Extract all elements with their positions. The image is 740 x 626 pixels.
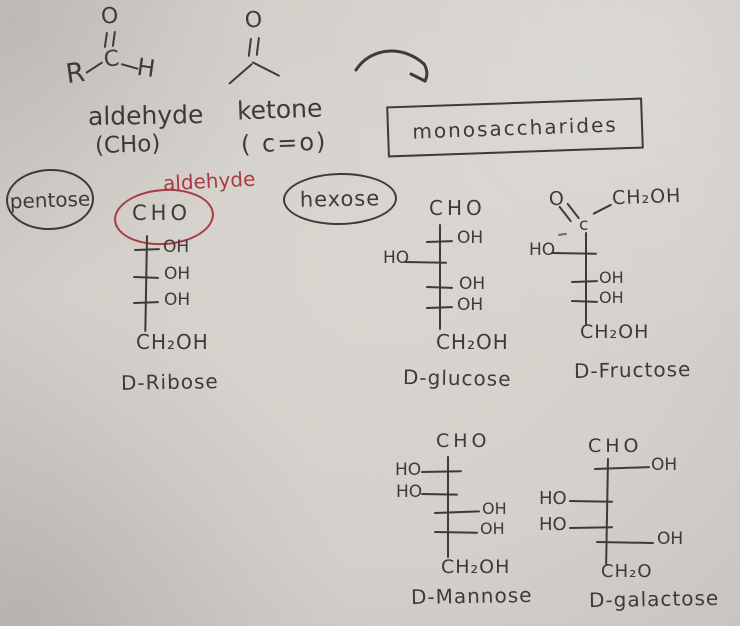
backbone-line <box>605 457 610 566</box>
ribose-oh-1: OH <box>163 237 190 257</box>
curved-arrow-icon <box>354 49 429 83</box>
mannose-oh-c4: OH <box>482 499 507 518</box>
bond-line <box>592 203 613 216</box>
connector-line <box>568 500 614 504</box>
bond-tick <box>593 466 651 471</box>
ketone-label: ketone <box>236 93 323 126</box>
bond-line <box>251 61 281 78</box>
stray-mark <box>557 232 568 237</box>
aldehyde-label: aldehyde <box>87 99 204 132</box>
backbone-line <box>447 456 450 558</box>
ribose-oh-3: OH <box>164 290 191 310</box>
glucose-oh-c4: OH <box>459 274 486 294</box>
aldehyde-formula-label: (CHo) <box>94 130 161 160</box>
galactose-oh-c2: OH <box>651 455 678 475</box>
fructose-oh-c4: OH <box>599 268 624 287</box>
fructose-oh-c5: OH <box>599 288 624 307</box>
connector-line <box>420 493 459 497</box>
hexose-label: hexose <box>299 185 381 212</box>
mannose-name-label: D-Mannose <box>410 582 533 610</box>
connector-line <box>550 252 598 256</box>
double-bond-line <box>111 30 117 48</box>
glucose-oh-c5: OH <box>457 295 484 315</box>
bond-line <box>228 62 254 86</box>
aldehyde-carbon-atom: C <box>102 46 121 73</box>
fructose-oxygen-atom: O <box>547 187 566 211</box>
double-bond-line <box>103 31 109 49</box>
galactose-oh-c5: OH <box>657 529 684 549</box>
fructose-ho-c3: HO <box>529 240 556 260</box>
backbone-line <box>439 224 442 330</box>
monosaccharides-label: monosaccharides <box>411 111 619 144</box>
pentose-oval: pentose <box>4 167 96 232</box>
aldehyde-hydrogen-atom: H <box>135 52 157 84</box>
galactose-ho-c4: HO <box>539 514 567 535</box>
fructose-carbon-atom: c <box>579 215 589 235</box>
glucose-name-label: D-glucose <box>402 365 512 391</box>
ketone-oxygen-atom: O <box>243 7 264 34</box>
bond-tick <box>433 531 479 535</box>
bond-line <box>85 61 104 75</box>
glucose-bottom-formula: CH₂OH <box>436 330 509 354</box>
bond-tick <box>433 510 481 515</box>
galactose-ho-c3: HO <box>539 488 567 509</box>
mannose-ho-c2: HO <box>395 460 422 480</box>
aldehyde-r-group: R <box>63 56 87 91</box>
mannose-top-formula: CHO <box>436 430 491 452</box>
fructose-bottom-formula: CH₂OH <box>580 321 650 343</box>
monosaccharides-box: monosaccharides <box>386 97 644 158</box>
ribose-bottom-formula: CH₂OH <box>136 330 209 354</box>
ribose-name-label: D-Ribose <box>120 369 219 395</box>
double-bond-line <box>247 37 253 58</box>
mannose-oh-c5: OH <box>480 519 505 538</box>
pentose-label: pentose <box>9 186 91 213</box>
glucose-ho-c3: HO <box>383 248 410 268</box>
glucose-top-formula: CHO <box>429 196 486 220</box>
fructose-name-label: D-Fructose <box>573 356 692 384</box>
backbone-line <box>585 232 588 325</box>
double-bond-line <box>255 36 261 57</box>
galactose-name-label: D-galactose <box>588 585 720 613</box>
ribose-top-formula: CHO <box>132 201 191 225</box>
mannose-ho-c3: HO <box>396 482 423 502</box>
aldehyde-oxygen-atom: O <box>100 3 120 30</box>
connector-line <box>403 261 448 265</box>
galactose-bottom-formula: CH₂O <box>601 561 653 582</box>
galactose-top-formula: CHO <box>588 435 643 457</box>
hexose-oval: hexose <box>282 172 398 226</box>
ribose-oh-2: OH <box>164 264 191 284</box>
ketone-formula-label: ( c=o) <box>240 127 328 159</box>
mannose-bottom-formula: CH₂OH <box>441 556 511 578</box>
fructose-branch-formula: CH₂OH <box>611 184 682 210</box>
connector-line <box>420 470 463 474</box>
glucose-oh-c2: OH <box>457 228 484 248</box>
